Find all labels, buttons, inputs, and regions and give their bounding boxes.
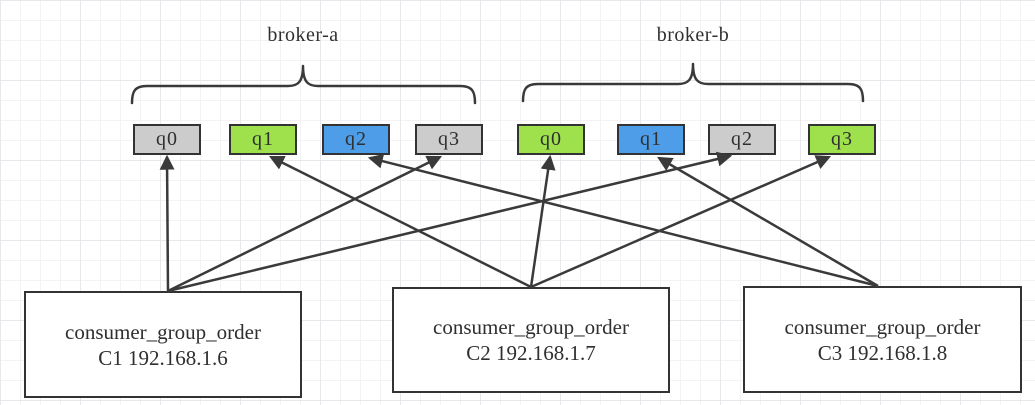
queue-broker-b-q3: q3 [808, 124, 876, 155]
consumer-c3-address: C3 192.168.1.8 [817, 340, 948, 365]
consumer-c3-box: consumer_group_order C3 192.168.1.8 [743, 286, 1022, 393]
consumer-c2-box: consumer_group_order C2 192.168.1.7 [392, 287, 670, 393]
queue-broker-b-q2: q2 [708, 124, 776, 155]
arrow-C1-to-b-q2 [167, 151, 733, 293]
broker-a-label: broker-a [267, 24, 339, 46]
queue-broker-b-q1: q1 [617, 124, 685, 155]
arrow-C2-to-b-q3 [530, 155, 832, 289]
broker-b-brace [521, 62, 865, 103]
consumer-c3-group-label: consumer_group_order [784, 314, 981, 339]
queue-broker-a-q2: q2 [322, 124, 390, 155]
consumer-c1-box: consumer_group_order C1 192.168.1.6 [24, 291, 302, 398]
broker-b-label: broker-b [656, 24, 730, 46]
consumer-c1-group-label: consumer_group_order [65, 319, 261, 344]
queue-broker-a-q3: q3 [415, 124, 483, 155]
queue-broker-a-q1: q1 [229, 124, 297, 155]
arrow-C1-to-a-q0 [159, 154, 175, 292]
broker-a-brace [130, 64, 477, 105]
arrow-C2-to-a-q1 [268, 155, 532, 289]
consumer-c2-address: C2 192.168.1.7 [466, 341, 596, 365]
arrow-C1-to-a-q3 [167, 155, 443, 293]
arrow-C3-to-b-q1 [657, 156, 879, 288]
queue-broker-a-q0: q0 [133, 124, 201, 155]
queue-broker-b-q0: q0 [517, 124, 585, 155]
consumer-c2-group-label: consumer_group_order [433, 315, 629, 339]
consumer-c1-address: C1 192.168.1.6 [98, 345, 228, 370]
arrow-C3-to-a-q2 [367, 153, 879, 288]
arrow-C2-to-b-q0 [529, 154, 556, 288]
